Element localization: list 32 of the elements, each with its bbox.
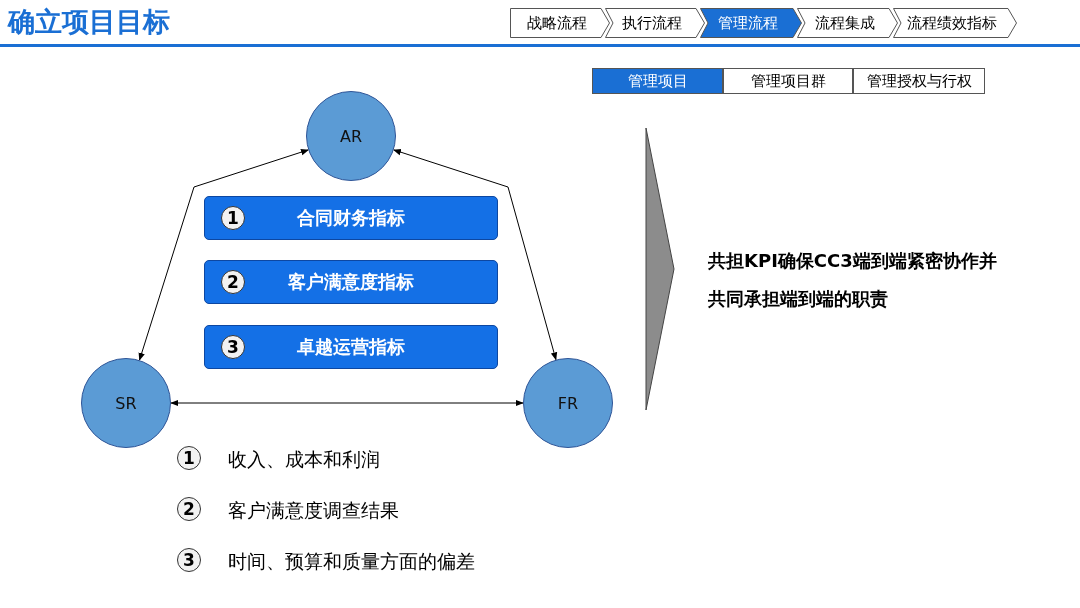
tab: 管理项目群 <box>723 68 853 94</box>
double-arrow <box>138 149 309 361</box>
list-item-text: 时间、预算和质量方面的偏差 <box>228 549 475 574</box>
number-badge: 2 <box>177 497 201 521</box>
chevron-shape <box>645 127 675 411</box>
list-item-text: 客户满意度调查结果 <box>228 498 399 523</box>
role-circle: SR <box>81 358 171 448</box>
number-badge: 3 <box>221 335 245 359</box>
double-arrow <box>170 399 524 407</box>
tab: 管理授权与行权 <box>853 68 985 94</box>
number-badge: 1 <box>177 446 201 470</box>
double-arrow <box>393 149 558 361</box>
number-badge: 3 <box>177 548 201 572</box>
role-circle: FR <box>523 358 613 448</box>
breadcrumb-step-active: 管理流程 <box>700 8 802 38</box>
tab-active: 管理项目 <box>592 68 723 94</box>
breadcrumb-step: 战略流程 <box>510 8 610 38</box>
breadcrumb-step: 执行流程 <box>605 8 705 38</box>
metric-label: 客户满意度指标 <box>288 270 414 294</box>
number-badge: 1 <box>221 206 245 230</box>
number-badge: 2 <box>221 270 245 294</box>
metric-label: 合同财务指标 <box>297 206 405 230</box>
summary-text: 共担KPI确保CC3端到端紧密协作并共同承担端到端的职责 <box>708 249 998 311</box>
slide-title: 确立项目目标 <box>8 5 170 39</box>
breadcrumb-step: 流程集成 <box>797 8 898 38</box>
metric-bar <box>204 260 498 304</box>
metric-bar <box>204 196 498 240</box>
metric-label: 卓越运营指标 <box>297 335 405 359</box>
metric-bar <box>204 325 498 369</box>
list-item-text: 收入、成本和利润 <box>228 447 380 472</box>
role-circle: AR <box>306 91 396 181</box>
breadcrumb-step: 流程绩效指标 <box>893 8 1017 38</box>
